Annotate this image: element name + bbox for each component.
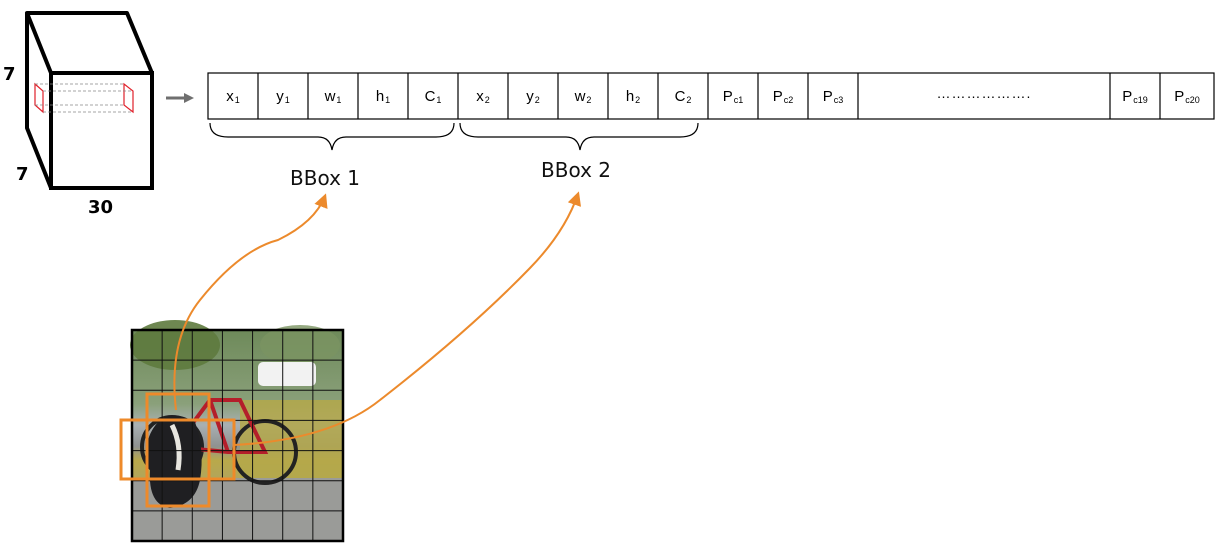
cell-symbol: C bbox=[674, 87, 686, 105]
tensor-width-label: 7 bbox=[16, 164, 29, 185]
output-vector-frame bbox=[207, 72, 1215, 120]
tensor-height-label: 7 bbox=[3, 64, 16, 85]
cell-symbol: ………………. bbox=[936, 85, 1032, 101]
cell-subscript: 2 bbox=[484, 95, 490, 105]
cell-symbol: x bbox=[476, 87, 484, 105]
cell-subscript: c3 bbox=[833, 95, 844, 105]
tensor-slice bbox=[34, 82, 134, 114]
bbox1-arrow bbox=[173, 193, 328, 411]
cell-symbol: P bbox=[722, 87, 733, 105]
cell-symbol: P bbox=[772, 87, 783, 105]
cell-symbol: h bbox=[375, 87, 385, 105]
cell-symbol: P bbox=[1122, 87, 1133, 105]
photo-grid-lines bbox=[132, 330, 343, 541]
tensor-cube: 7 7 30 bbox=[3, 11, 154, 218]
cell-subscript: c19 bbox=[1133, 95, 1148, 105]
cell-subscript: 1 bbox=[436, 95, 442, 105]
cell-subscript: 1 bbox=[385, 95, 391, 105]
cell-subscript: c2 bbox=[783, 95, 794, 105]
cell-subscript: 2 bbox=[635, 95, 641, 105]
cell-symbol: y bbox=[276, 87, 284, 105]
vector-cell-ellipsis: ………………. bbox=[858, 73, 1110, 119]
cell-subscript: c1 bbox=[733, 95, 744, 105]
bbox1-brace bbox=[209, 122, 455, 151]
grid-image bbox=[119, 320, 345, 543]
cell-symbol: P bbox=[822, 87, 833, 105]
cell-subscript: 1 bbox=[284, 95, 290, 105]
cell-symbol: w bbox=[574, 87, 586, 105]
bbox2-brace bbox=[459, 122, 699, 151]
cell-subscript: 1 bbox=[336, 95, 342, 105]
cell-subscript: 1 bbox=[234, 95, 240, 105]
cell-symbol: x bbox=[226, 87, 234, 105]
cell-subscript: 2 bbox=[534, 95, 540, 105]
tensor-depth-label: 30 bbox=[88, 197, 113, 218]
bbox2-arrow bbox=[233, 191, 581, 446]
photo-content bbox=[130, 320, 343, 541]
bbox2-rect bbox=[119, 418, 236, 481]
cell-subscript: c20 bbox=[1185, 95, 1200, 105]
bbox2-label: BBox 2 bbox=[541, 158, 611, 182]
cell-symbol: w bbox=[324, 87, 336, 105]
cell-symbol: P bbox=[1174, 87, 1185, 105]
cell-symbol: C bbox=[424, 87, 436, 105]
bbox1-rect bbox=[145, 392, 211, 508]
cell-symbol: y bbox=[526, 87, 534, 105]
cell-subscript: 2 bbox=[686, 95, 692, 105]
cell-subscript: 2 bbox=[586, 95, 592, 105]
flatten-arrow bbox=[166, 93, 194, 103]
cell-symbol: h bbox=[625, 87, 635, 105]
bbox1-label: BBox 1 bbox=[290, 166, 360, 190]
